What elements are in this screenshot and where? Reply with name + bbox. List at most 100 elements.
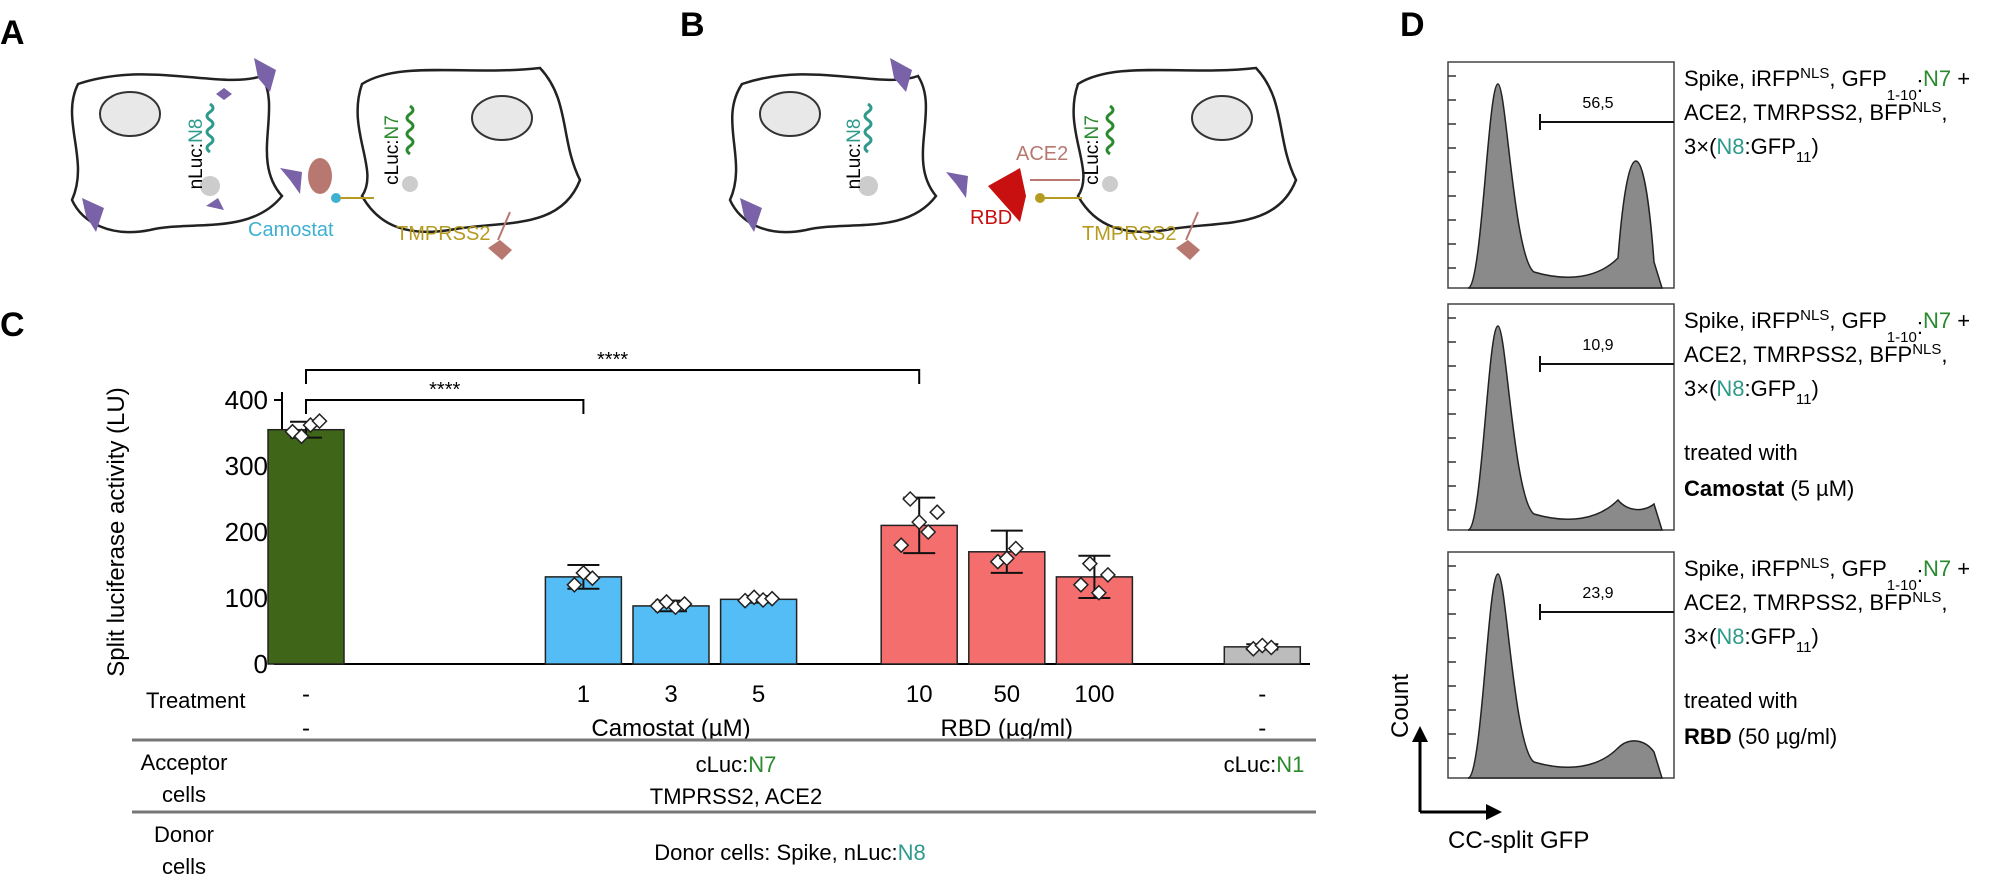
y-axis-label: Split luciferase activity (LU): [103, 387, 130, 676]
x-tick-label: 100: [1074, 681, 1114, 708]
histogram-area: [1467, 573, 1664, 779]
legend-line-1: Spike, iRFPNLS, GFP1-10:N7 +: [1684, 65, 1970, 104]
gate-percentage: 23,9: [1582, 585, 1613, 602]
bar: [632, 605, 710, 665]
cluc-n7-label: cLuc:N7: [1082, 115, 1103, 185]
legend-line-2: ACE2, TMRPSS2, BFPNLS,: [1684, 99, 1948, 125]
data-point: [998, 550, 1015, 567]
x-tick-label: 50: [993, 681, 1020, 708]
y-tick-label: 300: [225, 451, 268, 481]
x-tick-label: 3: [664, 681, 677, 708]
legend-line-1: Spike, iRFPNLS, GFP1-10:N7 +: [1684, 307, 1970, 346]
ace2-receptor-icon: [308, 158, 332, 194]
data-point: [1099, 566, 1116, 583]
significance-bracket: [305, 369, 921, 384]
x-tick-label: 1: [577, 681, 590, 708]
donor-cells-label-2: cells: [162, 854, 206, 879]
bar: [544, 576, 623, 665]
n7-helix-icon: [1105, 104, 1115, 156]
nucleus: [759, 91, 821, 137]
donor-description: Donor cells: Spike, nLuc:N8: [654, 840, 925, 865]
legend-line-3: 3×(N8:GFP11): [1684, 134, 1819, 166]
histogram-area: [1467, 83, 1664, 289]
n8-helix-icon: [863, 102, 873, 154]
ace2-label: ACE2: [1016, 143, 1068, 165]
panel-c-bar-chart: Split luciferase activity (LU) 010020030…: [103, 349, 1316, 879]
legend-line-3: 3×(N8:GFP11): [1684, 376, 1819, 408]
y-tick-label: 100: [225, 583, 268, 613]
legend-treated: treated with: [1684, 688, 1798, 713]
panel-label-d: D: [1400, 6, 1425, 44]
x-tick-label: -: [302, 681, 310, 708]
legend-drug: RBD (50 µg/ml): [1684, 724, 1837, 749]
treatment-group-label: -: [1258, 715, 1266, 742]
significance-label: ****: [597, 349, 628, 371]
tmprss2-icon: [1035, 193, 1045, 203]
data-point: [584, 570, 601, 587]
cluc-n7-label: cLuc:N7: [382, 115, 403, 185]
histogram-panel: 23,9 Spike, iRFPNLS, GFP1-10:N7 +ACE2, TM…: [1447, 551, 1970, 779]
bar: [267, 428, 345, 665]
gate-percentage: 56,5: [1582, 95, 1613, 112]
treatment-group-label: Camostat (µM): [591, 715, 750, 742]
treatment-group-label: RBD (µg/ml): [941, 715, 1074, 742]
data-point: [566, 576, 583, 593]
cluc-fragment-icon: [402, 176, 418, 192]
acceptor-cells-label: Acceptor: [141, 750, 228, 775]
arrow-right-icon: [1486, 804, 1502, 820]
panel-b-schematic: nLuc:N8 cLuc:N7 ACE2 RBD TMPRSS2: [728, 58, 1298, 260]
data-point: [1090, 584, 1107, 601]
ace2-receptor-icon: [488, 240, 512, 260]
data-point: [1007, 540, 1024, 557]
nluc-n8-label: nLuc:N8: [186, 119, 207, 190]
nluc-fragment-icon: [858, 176, 878, 196]
acceptor-control: cLuc:N1: [1224, 752, 1305, 777]
significance-label: ****: [429, 379, 460, 401]
panel-d-axes: Count CC-split GFP: [1387, 674, 1589, 854]
histogram-panel: 56,5 Spike, iRFPNLS, GFP1-10:N7 +ACE2, TM…: [1447, 61, 1970, 289]
acceptor-main-line2: TMPRSS2, ACE2: [650, 784, 822, 809]
data-point: [911, 514, 928, 531]
nluc-n8-label: nLuc:N8: [844, 119, 865, 190]
treatment-row-label: Treatment: [146, 688, 245, 713]
nucleus: [471, 95, 533, 141]
nluc-fragment-icon: [200, 176, 220, 196]
tmprss2-label: TMPRSS2: [1082, 223, 1176, 245]
legend-line-1: Spike, iRFPNLS, GFP1-10:N7 +: [1684, 555, 1970, 594]
data-point: [764, 590, 781, 607]
data-point: [1263, 639, 1280, 656]
y-tick-label: 400: [225, 385, 268, 415]
gate-percentage: 10,9: [1582, 337, 1613, 354]
legend-treated: treated with: [1684, 440, 1798, 465]
panel-a-schematic: nLuc:N8 cLuc:N7 Camostat TMPRSS2: [70, 58, 582, 260]
membrane-anchor-icon: [1185, 211, 1199, 241]
n7-helix-icon: [405, 104, 415, 156]
bar: [719, 598, 798, 665]
camostat-icon: [331, 193, 341, 203]
histogram-area: [1467, 325, 1664, 531]
donor-cells-label: Donor: [154, 822, 214, 847]
acceptor-main-line1: cLuc:N7: [696, 752, 777, 777]
data-point: [1072, 576, 1089, 593]
data-point: [293, 428, 310, 445]
arrow-up-icon: [1412, 726, 1428, 742]
x-tick-label: 5: [752, 681, 765, 708]
ace2-receptor-icon: [1176, 240, 1200, 260]
nucleus: [1191, 95, 1253, 141]
data-point: [893, 537, 910, 554]
legend-line-2: ACE2, TMRPSS2, BFPNLS,: [1684, 589, 1948, 615]
data-point: [311, 413, 328, 430]
data-point: [1081, 555, 1098, 572]
acceptor-cells-label-2: cells: [162, 782, 206, 807]
histogram-panel: 10,9 Spike, iRFPNLS, GFP1-10:N7 +ACE2, TM…: [1447, 303, 1970, 531]
legend-line-3: 3×(N8:GFP11): [1684, 624, 1819, 656]
camostat-label: Camostat: [248, 219, 334, 241]
panel-label-a: A: [0, 14, 25, 52]
legend-line-2: ACE2, TMRPSS2, BFPNLS,: [1684, 341, 1948, 367]
x-tick-label: 10: [906, 681, 933, 708]
count-label: Count: [1387, 674, 1414, 738]
data-point: [902, 490, 919, 508]
treatment-group-label: -: [302, 715, 310, 742]
